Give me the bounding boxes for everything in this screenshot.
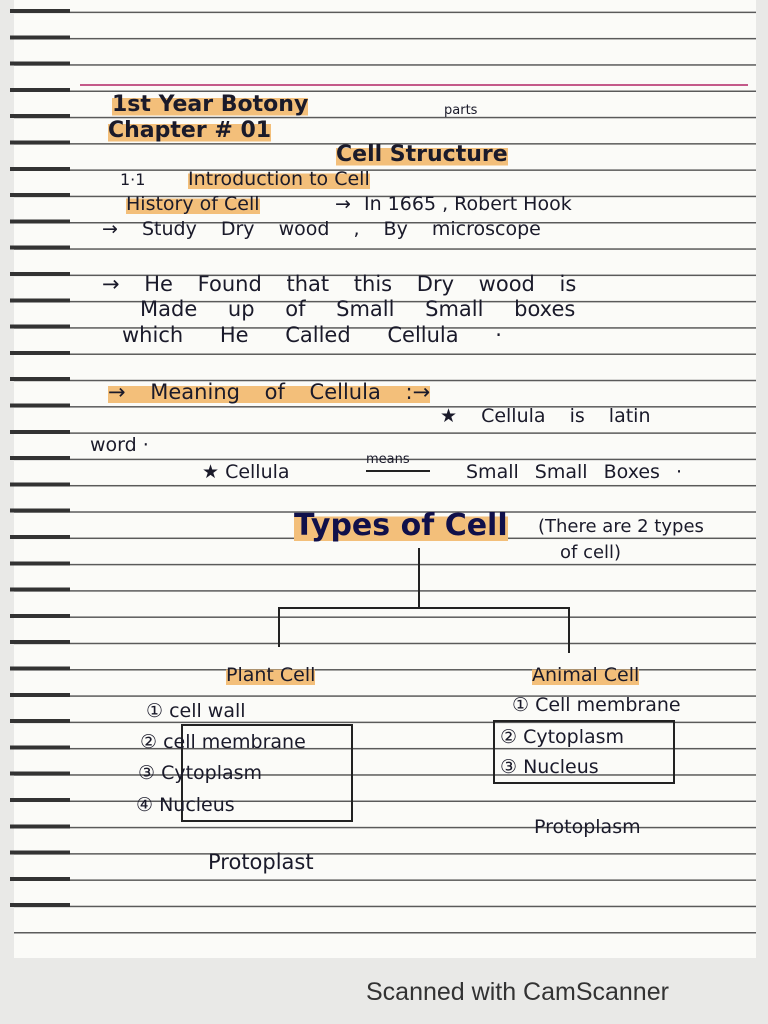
tree-left-arrow — [278, 607, 280, 647]
history-arrow: → — [335, 193, 351, 215]
plant-protoplast-box — [181, 724, 353, 822]
spiral-binding — [10, 0, 70, 920]
plant-result: Protoplast — [208, 850, 314, 874]
tree-branch — [278, 607, 570, 609]
animal-cell-title: Animal Cell — [532, 664, 640, 686]
page-title: Cell Structure — [336, 142, 508, 167]
found-line2: Made up of Small Small boxes — [140, 297, 576, 321]
history-label: History of Cell — [126, 193, 260, 215]
plant-cell-title: Plant Cell — [226, 664, 316, 686]
plant-item-3: ③ Cytoplasm — [138, 762, 263, 784]
section-heading: Introduction to Cell — [188, 168, 370, 190]
found-line1: → He Found that this Dry wood is — [102, 272, 577, 296]
types-note1: (There are 2 types — [538, 516, 704, 537]
annotation-parts: parts — [444, 103, 478, 118]
animal-item-1: ① Cell membrane — [512, 694, 681, 716]
means-label: means — [366, 452, 410, 467]
meaning-line2: word · — [90, 434, 149, 456]
section-number: 1·1 — [120, 170, 146, 189]
plant-item-1: ① cell wall — [146, 700, 246, 722]
means-arrow — [366, 470, 430, 472]
tree-right-arrow — [568, 607, 570, 653]
animal-item-2: ② Cytoplasm — [500, 726, 625, 748]
meaning-label: → Meaning of Cellula :→ — [108, 380, 431, 404]
meaning-line1: ★ Cellula is latin — [440, 405, 651, 427]
camscanner-watermark: Scanned with CamScanner — [366, 978, 669, 1006]
meaning-line3a: ★ Cellula — [202, 461, 290, 483]
history-line2: → Study Dry wood , By microscope — [102, 218, 541, 240]
plant-item-4: ④ Nucleus — [136, 794, 235, 816]
types-note2: of cell) — [560, 542, 622, 563]
types-title: Types of Cell — [294, 508, 508, 543]
animal-item-3: ③ Nucleus — [500, 756, 599, 778]
animal-protoplasm-box — [493, 720, 675, 784]
tree-stem — [418, 548, 420, 608]
header-line2: Chapter # 01 — [108, 118, 272, 143]
plant-item-2: ② cell membrane — [140, 731, 306, 753]
header-line1: 1st Year Botony — [112, 92, 309, 117]
meaning-line3b: Small Small Boxes · — [466, 461, 683, 483]
animal-result: Protoplasm — [534, 816, 641, 838]
history-text: In 1665 , Robert Hook — [364, 193, 572, 215]
margin-line — [80, 84, 748, 86]
found-line3: which He Called Cellula · — [122, 323, 502, 347]
